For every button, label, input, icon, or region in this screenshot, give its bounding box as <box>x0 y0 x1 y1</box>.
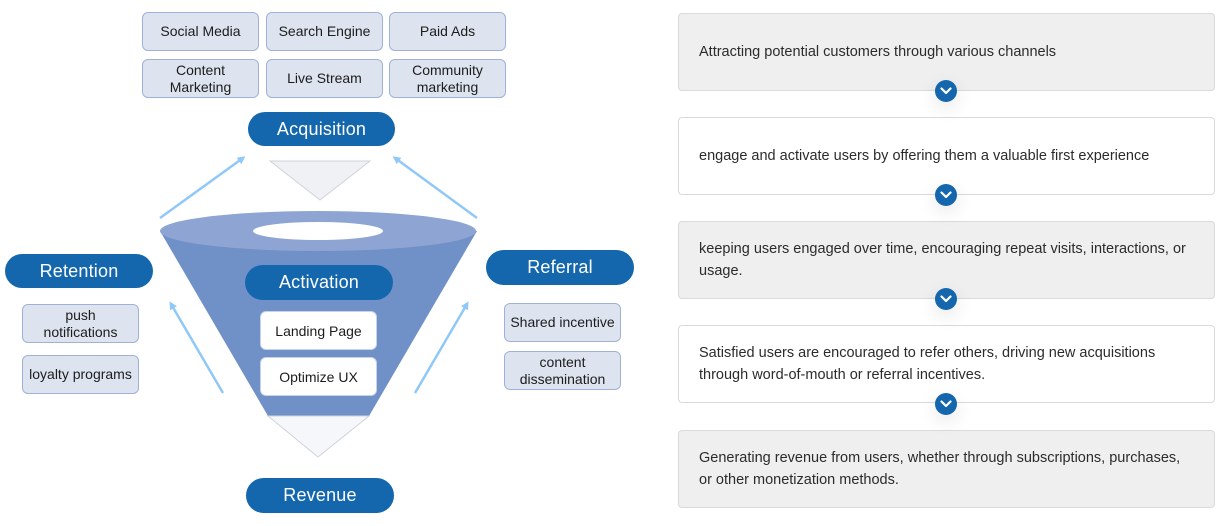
description-card-activation: engage and activate users by offering th… <box>678 117 1215 195</box>
card-text: engage and activate users by offering th… <box>699 148 1150 164</box>
chip-label: Optimize UX <box>279 368 358 385</box>
activation-optimize-ux[interactable]: Optimize UX <box>260 357 377 396</box>
description-card-revenue: Generating revenue from users, whether t… <box>678 430 1215 508</box>
chip-label: loyalty programs <box>29 366 132 382</box>
chip-label: Search Engine <box>278 23 371 39</box>
referral-shared-incentive[interactable]: Shared incentive <box>504 303 621 342</box>
stage-label: Activation <box>278 272 360 292</box>
stage-activation[interactable]: Activation <box>245 265 393 300</box>
card-text: keeping users engaged over time, encoura… <box>699 241 1186 279</box>
chevron-down-icon[interactable] <box>935 393 957 415</box>
funnel-opening <box>253 222 383 240</box>
referral-content-dissemination[interactable]: content dissemination <box>504 351 621 390</box>
stage-referral[interactable]: Referral <box>486 250 634 285</box>
chip-label: Shared incentive <box>510 314 615 330</box>
stage-label: Retention <box>39 260 119 281</box>
card-text: Generating revenue from users, whether t… <box>699 450 1181 488</box>
chip-label: content dissemination <box>519 353 606 387</box>
channel-content-marketing[interactable]: Content Marketing <box>142 59 259 98</box>
stage-label: Referral <box>527 257 593 277</box>
retention-loyalty-programs[interactable]: loyalty programs <box>22 355 139 394</box>
channel-search-engine[interactable]: Search Engine <box>266 12 383 51</box>
chevron-down-icon[interactable] <box>935 184 957 206</box>
chevron-down-icon[interactable] <box>935 288 957 310</box>
stage-retention[interactable]: Retention <box>5 254 153 288</box>
stage-acquisition[interactable]: Acquisition <box>248 112 395 146</box>
arrow-icon <box>169 301 225 394</box>
arrow-icon <box>392 156 478 220</box>
activation-landing-page[interactable]: Landing Page <box>260 311 377 350</box>
arrow-icon <box>413 301 469 394</box>
channel-community-marketing[interactable]: Community marketing <box>389 59 506 98</box>
channel-paid-ads[interactable]: Paid Ads <box>389 12 506 51</box>
description-card-acquisition: Attracting potential customers through v… <box>678 13 1215 91</box>
stage-revenue[interactable]: Revenue <box>246 478 394 513</box>
channel-social-media[interactable]: Social Media <box>142 12 259 51</box>
description-card-referral: Satisfied users are encouraged to refer … <box>678 325 1215 403</box>
chip-label: Landing Page <box>275 322 362 339</box>
acquisition-triangle <box>268 160 372 201</box>
channel-live-stream[interactable]: Live Stream <box>266 59 383 98</box>
card-text: Attracting potential customers through v… <box>699 44 1057 60</box>
chevron-down-icon[interactable] <box>935 80 957 102</box>
description-card-retention: keeping users engaged over time, encoura… <box>678 221 1215 299</box>
chip-label: Live Stream <box>287 70 362 86</box>
revenue-triangle <box>266 415 371 458</box>
chip-label: Content Marketing <box>169 61 232 95</box>
card-text: Satisfied users are encouraged to refer … <box>699 345 1156 383</box>
chip-label: push notifications <box>43 306 118 340</box>
stage-label: Acquisition <box>276 118 367 139</box>
chip-label: Community marketing <box>412 61 483 95</box>
chip-label: Social Media <box>160 23 241 39</box>
stage-label: Revenue <box>283 485 357 505</box>
arrow-icon <box>159 156 246 220</box>
retention-push-notifications[interactable]: push notifications <box>22 304 139 343</box>
chip-label: Paid Ads <box>419 23 476 39</box>
